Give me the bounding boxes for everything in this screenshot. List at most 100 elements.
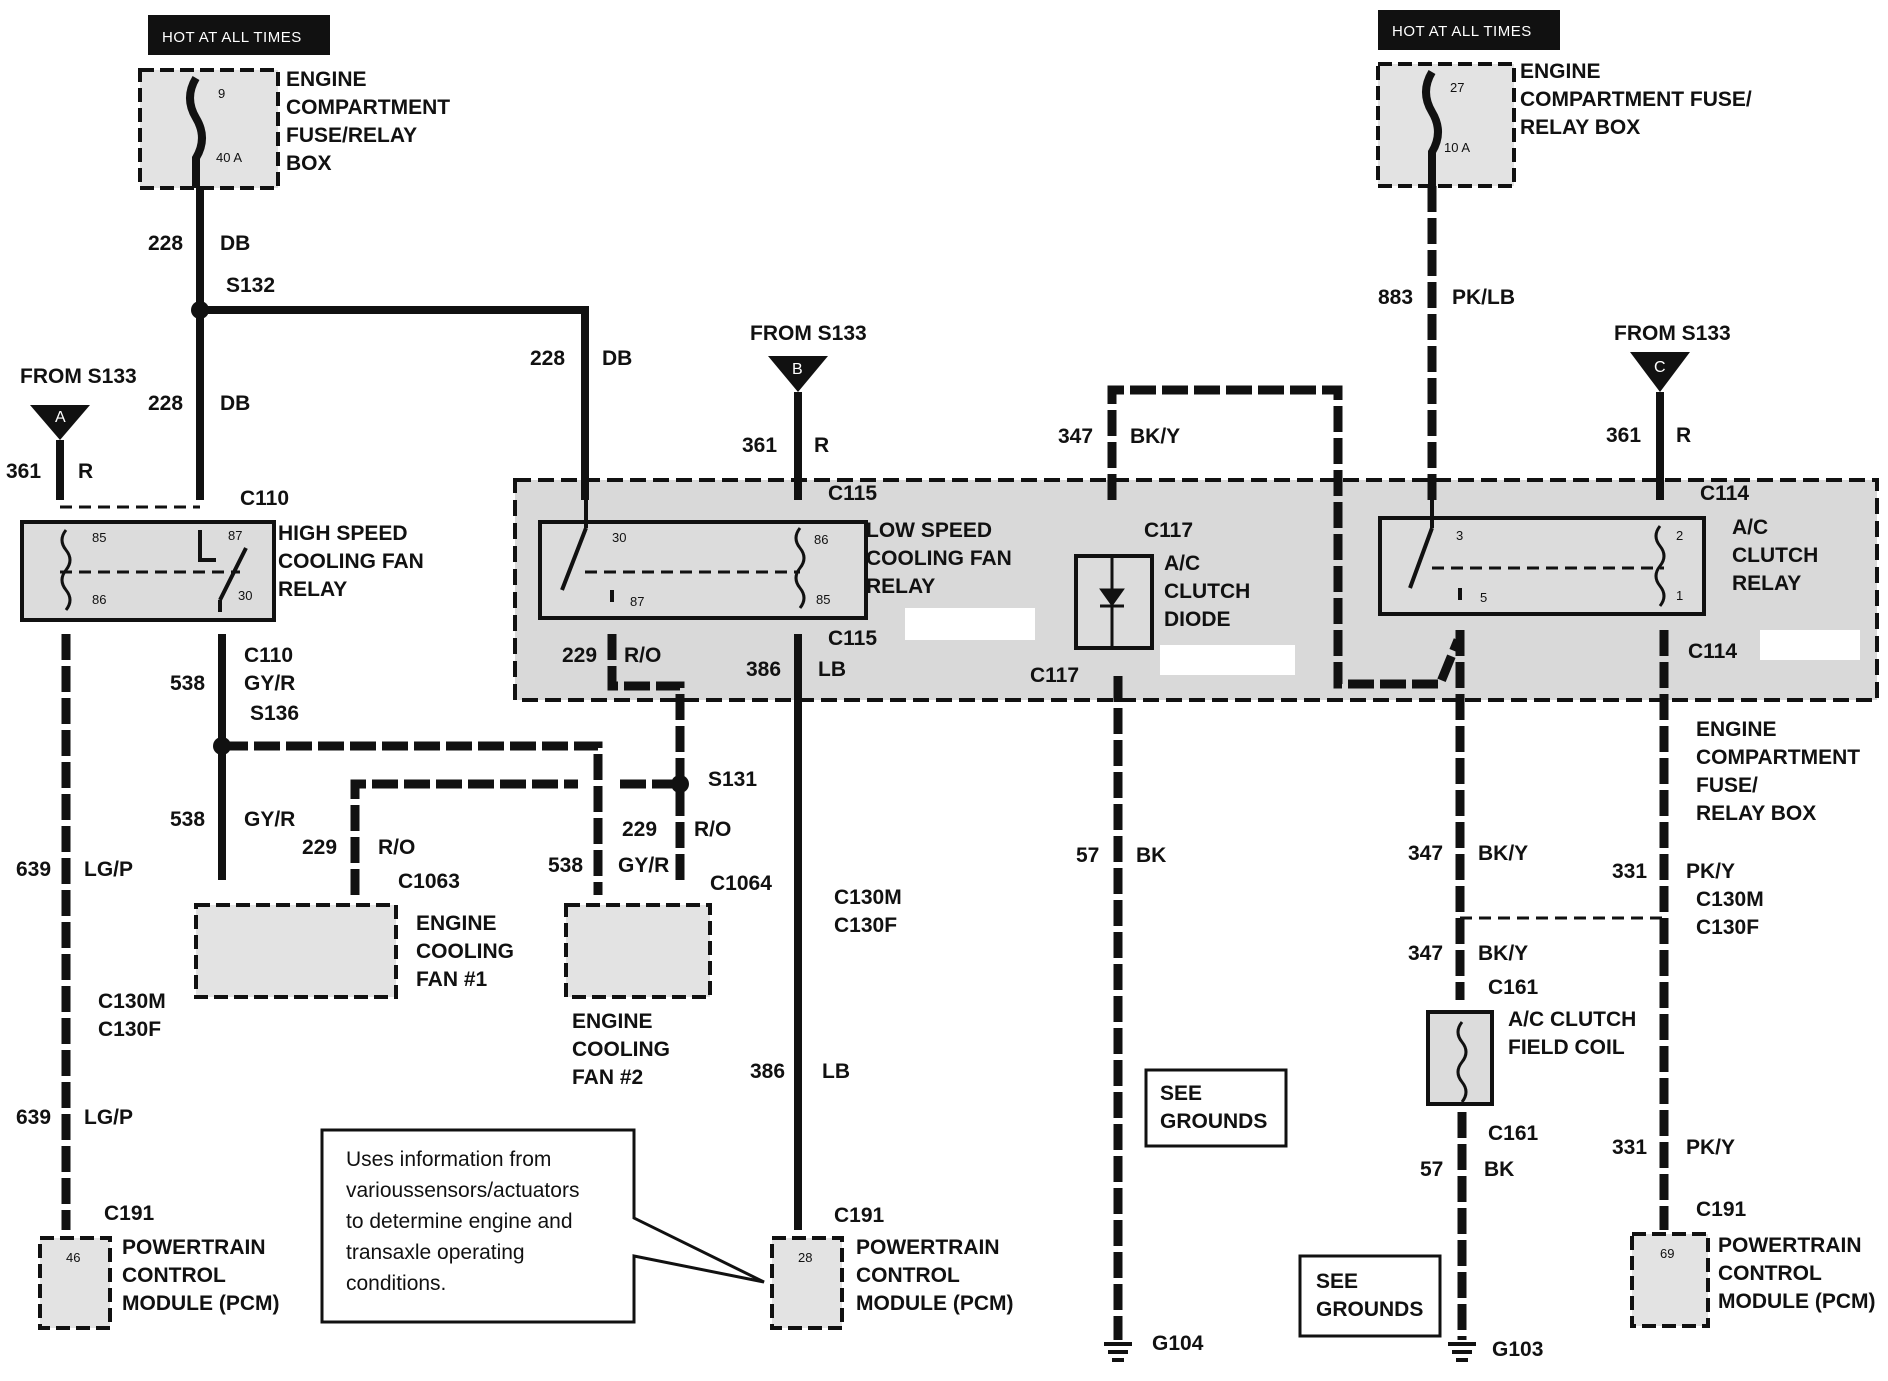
wire-color: LB (818, 658, 846, 681)
wire-number: 386 (746, 658, 781, 681)
connector-triangle-b (768, 356, 828, 392)
pcm-title: POWERTRAIN (856, 1236, 1000, 1259)
wire-color: BK/Y (1130, 425, 1180, 448)
wire-number: 229 (622, 818, 657, 841)
diode-symbol (1099, 556, 1125, 648)
see-grounds-box (1144, 1068, 1288, 1148)
pin-label: 86 (92, 592, 106, 607)
coil-symbol (1456, 1021, 1468, 1103)
low-speed-cooling-fan-relay (538, 520, 868, 620)
connector-label: C191 (104, 1202, 155, 1225)
hot-label-left: HOT AT ALL TIMES (162, 29, 302, 46)
wire-color: LG/P (84, 1106, 133, 1129)
fuse-number: 9 (218, 86, 225, 101)
fuse-box-title: COMPARTMENT (286, 96, 450, 119)
wire-color: R/O (624, 644, 661, 667)
pcm-title: CONTROL (122, 1264, 226, 1287)
connector-label: C130F (834, 914, 897, 937)
connector-label: C191 (834, 1204, 885, 1227)
pin-label: 87 (228, 528, 242, 543)
wire-color: GY/R (244, 672, 295, 695)
pcm-title: POWERTRAIN (1718, 1234, 1862, 1257)
callout-text: Uses information from (346, 1148, 551, 1171)
wire-number: 57 (1076, 844, 1099, 867)
fuse-box-title: ENGINE (286, 68, 367, 91)
relay-title: RELAY (866, 575, 935, 598)
connector-label: C115 (828, 482, 877, 505)
wire-number: 228 (148, 232, 183, 255)
wire-color: BK (1484, 1158, 1514, 1181)
pcm-title: CONTROL (856, 1264, 960, 1287)
relay-switch (198, 530, 248, 612)
relay-switch (1408, 500, 1462, 600)
blank-patch (1160, 645, 1295, 675)
fuse-box-title: RELAY BOX (1696, 802, 1816, 825)
callout-text: to determine engine and (346, 1210, 573, 1233)
connector-label: C115 (828, 627, 877, 650)
fuse-box-title: COMPARTMENT FUSE/ (1520, 88, 1752, 111)
wire-color: DB (602, 347, 632, 370)
connector-label: C114 (1688, 640, 1737, 663)
relay-coil (60, 529, 72, 611)
splice-label: S136 (250, 702, 299, 725)
diode-title: CLUTCH (1164, 580, 1250, 603)
relay-switch (560, 500, 614, 602)
hot-at-all-times-tag (1378, 10, 1560, 50)
splice-dot (191, 301, 209, 319)
wire-number: 347 (1408, 842, 1443, 865)
relay-title: RELAY (1732, 572, 1801, 595)
wire-number: 538 (548, 854, 583, 877)
fuse-rating: 10 A (1444, 140, 1470, 155)
hot-label-right: HOT AT ALL TIMES (1392, 23, 1532, 40)
triangle-letter: B (792, 361, 803, 378)
hot-at-all-times-tag (148, 15, 330, 55)
fan-title: FAN #2 (572, 1066, 643, 1089)
relay-title: A/C (1732, 516, 1768, 539)
wire-number: 331 (1612, 860, 1647, 883)
wire-229 (350, 779, 578, 895)
wire-color: BK/Y (1478, 942, 1528, 965)
connector-label: C117 (1144, 519, 1193, 542)
diode-title: A/C (1164, 552, 1200, 575)
wire-number: 229 (302, 836, 337, 859)
fuse-box-title: FUSE/ (1696, 774, 1758, 797)
wire-number: 361 (1606, 424, 1641, 447)
wire-number: 331 (1612, 1136, 1647, 1159)
pin-label: 85 (92, 530, 106, 545)
pin-label: 2 (1676, 528, 1683, 543)
wire-number: 538 (170, 672, 205, 695)
wire-color: PK/Y (1686, 1136, 1735, 1159)
pin-label: 5 (1480, 590, 1487, 605)
wire-color: PK/Y (1686, 860, 1735, 883)
fuse-symbol (1422, 69, 1442, 186)
pcm-title: POWERTRAIN (122, 1236, 266, 1259)
connector-label: C117 (1030, 664, 1079, 687)
pin-label: 85 (816, 592, 830, 607)
wire-color: LB (822, 1060, 850, 1083)
connector-label: C130M (1696, 888, 1764, 911)
pcm-right (1630, 1232, 1710, 1328)
diode-title: DIODE (1164, 608, 1231, 631)
connector-label: C161 (1488, 976, 1539, 999)
see-grounds-text: SEE (1160, 1082, 1202, 1105)
connector-label: C1064 (710, 872, 772, 895)
pcm-pin: 69 (1660, 1246, 1674, 1261)
wire-color: PK/LB (1452, 286, 1515, 309)
from-splice-label: FROM S133 (20, 365, 137, 388)
wire-color: GY/R (618, 854, 669, 877)
connector-label: C130M (98, 990, 166, 1013)
pcm-title: CONTROL (1718, 1262, 1822, 1285)
splice-dot (671, 775, 689, 793)
callout-text: transaxle operating (346, 1241, 525, 1264)
pcm-middle (770, 1236, 844, 1330)
relay-coil (1654, 525, 1666, 607)
fuse-box-title: COMPARTMENT (1696, 746, 1860, 769)
coil-title: FIELD COIL (1508, 1036, 1625, 1059)
wire-number: 228 (530, 347, 565, 370)
wire-347-loop (1107, 385, 1463, 689)
fuse-box-right (1376, 62, 1516, 188)
wire-color: LG/P (84, 858, 133, 881)
engine-cooling-fan-2 (564, 903, 712, 999)
